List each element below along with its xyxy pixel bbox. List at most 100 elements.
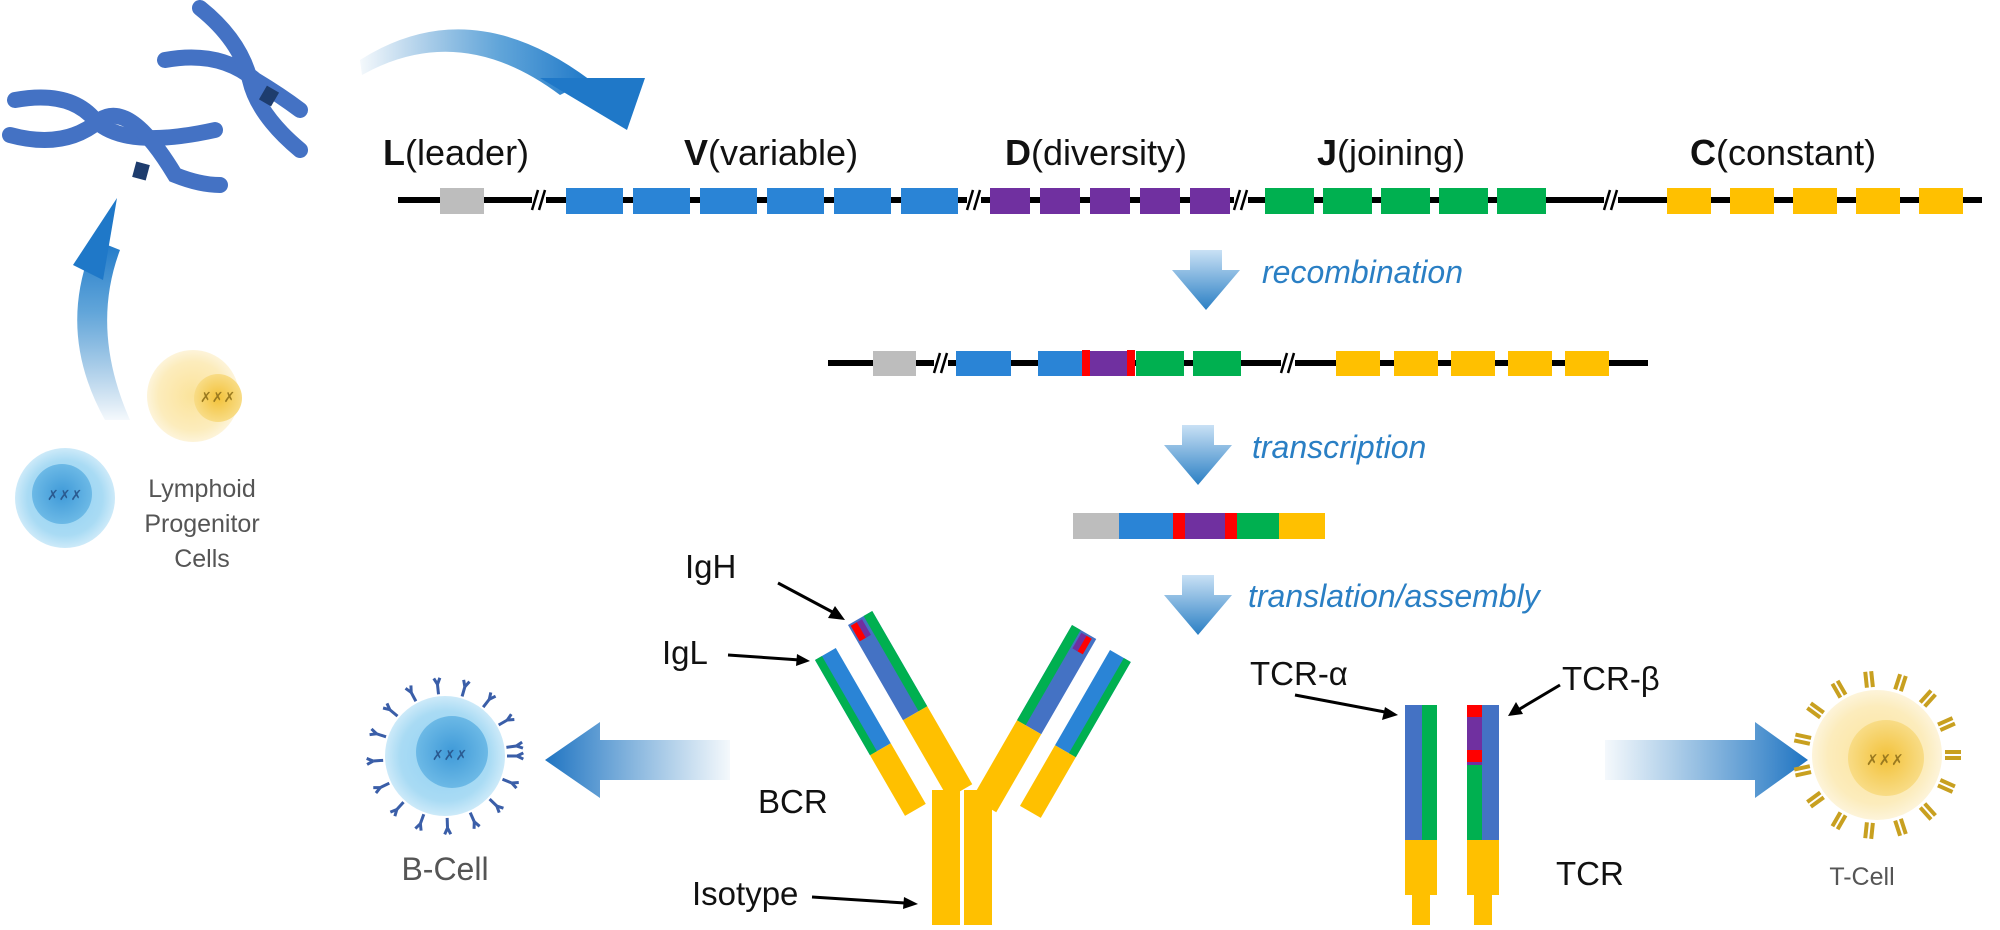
- gene-segment-constant: [1394, 351, 1438, 376]
- gene-segment-leader: [873, 351, 916, 376]
- gene-segment-joining: [1265, 188, 1314, 214]
- gene-segment-variable: [566, 188, 623, 214]
- transcript-segment-variable: [1119, 513, 1173, 539]
- igh-label: IgH: [685, 548, 736, 585]
- tcr-receptor-icon: [1863, 822, 1875, 840]
- t-cell-label: T-Cell: [1829, 863, 1894, 891]
- chromosome-icon: [2, 0, 308, 193]
- bcr-receptor-icon: [366, 757, 384, 766]
- gene-segment-variable: [901, 188, 958, 214]
- break-mark: [530, 189, 540, 211]
- b-cell-icon: ✗✗✗: [366, 677, 524, 835]
- bcr-receptor-icon: [497, 713, 515, 727]
- step-translation-assembly: translation/assembly: [1248, 578, 1542, 614]
- arrowhead-icon: [903, 897, 918, 909]
- gene-segment-junction: [1127, 350, 1135, 376]
- tcr-receptor-icon: [1863, 670, 1875, 688]
- bcr-receptor-icon: [460, 679, 471, 697]
- progenitor-yellow-cell-icon: ✗✗✗: [147, 350, 242, 442]
- bcr-receptor-icon: [389, 801, 405, 817]
- svg-text:✗✗✗: ✗✗✗: [1866, 752, 1904, 769]
- isotype-label: Isotype: [692, 875, 798, 912]
- gene-segment-constant: [1508, 351, 1552, 376]
- transcript-segment-junction: [1173, 513, 1185, 539]
- tcr-receptor-icon: [1830, 679, 1848, 699]
- transcript-segment-joining: [1237, 513, 1279, 539]
- gene-segment-leader: [440, 188, 484, 214]
- gene-segment-joining: [1381, 188, 1430, 214]
- break-mark: [939, 352, 949, 374]
- progenitor-label-line-2: Progenitor: [144, 510, 259, 538]
- gene-segment-constant: [1565, 351, 1609, 376]
- bcr-receptor-icon: [468, 812, 481, 829]
- gene-segment-variable: [834, 188, 891, 214]
- tcr-receptor-icon: [1793, 732, 1812, 746]
- transcript-segment-junction: [1225, 513, 1237, 539]
- b-cell-label: B-Cell: [401, 851, 488, 887]
- recombined-dna-strand: [828, 350, 1648, 376]
- tcr-receptor-icon: [1405, 705, 1499, 925]
- igl-pointer-arrow: [727, 653, 801, 662]
- tcr-receptor-icon: [1937, 716, 1956, 732]
- bcr-receptor-icon: [432, 677, 442, 695]
- bcr-label: BCR: [758, 783, 828, 820]
- break-mark: [1232, 189, 1242, 211]
- transcript-segment-constant: [1279, 513, 1325, 539]
- gene-segment-joining: [1193, 351, 1241, 376]
- arrowhead-icon: [1508, 702, 1523, 716]
- tcr-receptor-icon: [1945, 750, 1961, 760]
- segment-label-leader: L(leader): [383, 132, 529, 173]
- svg-text:✗✗✗: ✗✗✗: [432, 747, 467, 763]
- gene-segment-variable: [1038, 351, 1084, 376]
- tcr-receptor-icon: [1806, 701, 1825, 720]
- gene-segment-diversity: [1140, 188, 1180, 214]
- tcr-receptor-icon: [1918, 689, 1937, 708]
- progenitor-label-line-1: Lymphoid: [148, 475, 255, 503]
- step-recombination: recombination: [1262, 254, 1463, 290]
- break-mark: [1609, 189, 1619, 211]
- break-mark: [1602, 189, 1612, 211]
- break-mark: [932, 352, 942, 374]
- break-mark: [1286, 352, 1296, 374]
- tcr-alpha-pointer-arrow: [1294, 693, 1386, 714]
- gene-segment-diversity: [1040, 188, 1080, 214]
- transcript-segment-leader: [1073, 513, 1119, 539]
- down-arrow-icon: [1164, 425, 1232, 485]
- gene-segment-variable: [700, 188, 757, 214]
- gene-segment-constant: [1730, 188, 1774, 214]
- segment-label-diversity: D(diversity): [1005, 132, 1187, 173]
- curved-arrow-icon: [73, 198, 130, 420]
- down-arrow-icon: [1164, 575, 1232, 635]
- right-arrow-icon: [1605, 722, 1808, 798]
- germline-dna-strand: [398, 188, 1982, 214]
- break-mark: [1279, 352, 1289, 374]
- segment-label-constant: C(constant): [1690, 132, 1876, 173]
- gene-segment-diversity: [990, 188, 1030, 214]
- svg-text:✗✗✗: ✗✗✗: [200, 389, 235, 405]
- gene-segment-variable: [956, 351, 1011, 376]
- step-transcription: transcription: [1252, 429, 1426, 465]
- gene-segment-variable: [767, 188, 824, 214]
- gene-segment-constant: [1919, 188, 1963, 214]
- gene-segment-constant: [1667, 188, 1711, 214]
- igh-pointer-arrow: [777, 581, 839, 617]
- segment-label-joining: J(joining): [1317, 132, 1465, 173]
- gene-segment-constant: [1793, 188, 1837, 214]
- tcr-beta-label: TCR-β: [1562, 660, 1660, 697]
- bcr-receptor-icon: [414, 813, 426, 831]
- break-mark: [965, 189, 975, 211]
- bcr-receptor-icon: [382, 702, 399, 718]
- bcr-receptor-icon: [507, 751, 524, 761]
- arrowhead-icon: [828, 606, 845, 620]
- gene-segment-diversity: [1090, 188, 1130, 214]
- t-cell-icon: ✗✗✗: [1793, 670, 1961, 840]
- isotype-pointer-arrow: [811, 895, 906, 905]
- tcr-receptor-icon: [1893, 673, 1908, 692]
- gene-segment-variable: [633, 188, 690, 214]
- gene-segment-constant: [1451, 351, 1495, 376]
- bcr-receptor-icon: [481, 692, 497, 709]
- gene-segment-diversity: [1090, 351, 1127, 376]
- igl-label: IgL: [662, 634, 708, 671]
- transcript-segment-diversity: [1185, 513, 1225, 539]
